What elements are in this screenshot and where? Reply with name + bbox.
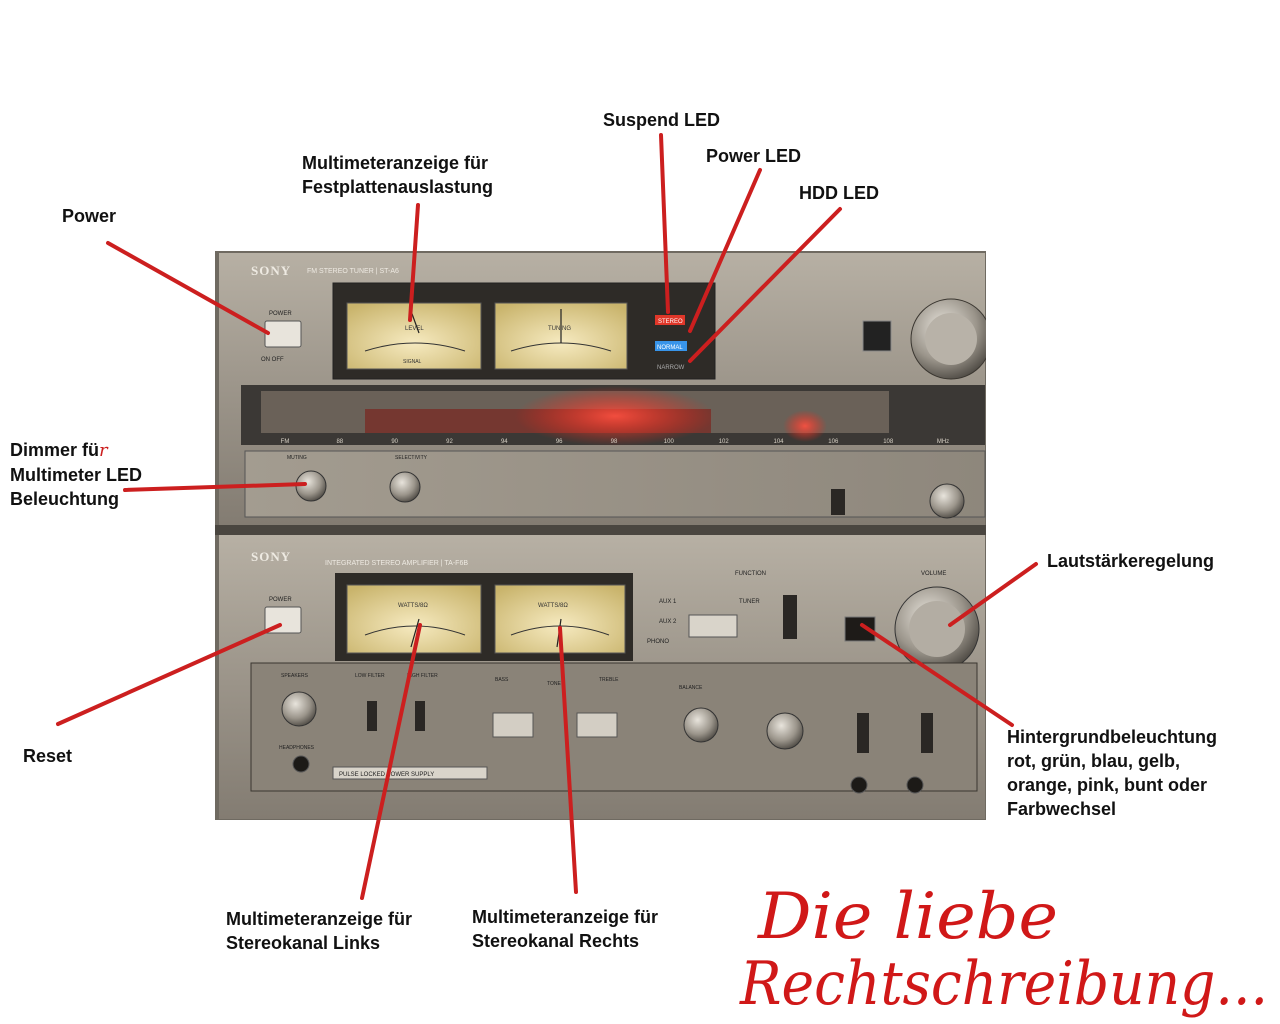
bass-label: BASS xyxy=(495,677,509,683)
tuner-right-knob[interactable] xyxy=(929,483,965,519)
fm-scale-tick-label: FM xyxy=(281,439,290,445)
reset-label: Reset xyxy=(23,746,73,766)
headphones-label: HEADPHONES xyxy=(279,745,315,751)
fm-scale-tick-label: 88 xyxy=(336,439,343,445)
amp-brand: SONY xyxy=(251,549,291,564)
speakers-knob[interactable] xyxy=(281,691,317,727)
level-meter-label: LEVEL xyxy=(405,326,424,332)
phono-label: PHONO xyxy=(647,639,669,645)
dimmer-label-start: Dimmer fü xyxy=(10,440,100,460)
treble-label: TREBLE xyxy=(599,677,619,683)
muting-label: MUTING xyxy=(287,455,307,461)
power-label: Power xyxy=(62,206,117,226)
hdd-meter-label: Multimeteranzeige für Festplattenauslast… xyxy=(302,153,494,197)
tuner-power-onoff: ON OFF xyxy=(261,357,284,363)
fm-scale-tick-label: 90 xyxy=(391,439,398,445)
narrow-led-label: NARROW xyxy=(657,365,685,371)
tone-label: TONE xyxy=(547,681,561,687)
hdd-led-label: HDD LED xyxy=(799,183,879,203)
fm-scale-tick-label: MHz xyxy=(937,439,949,445)
tuning-meter-label: TUNING xyxy=(548,326,571,332)
balance-label: BALANCE xyxy=(679,685,703,691)
fm-frequency-scale: FM 88 90 92 94 96 98 100 102 104 106 108 MHz xyxy=(281,439,950,445)
balance-knob[interactable] xyxy=(683,707,719,743)
rec-jack-1[interactable] xyxy=(850,776,868,794)
stereo-led xyxy=(655,315,685,325)
tuner-power-label: POWER xyxy=(269,311,292,317)
volume-label-text: Lautstärkeregelung xyxy=(1047,551,1215,571)
speakers-label: SPEAKERS xyxy=(281,673,309,679)
dimmer-correction: r xyxy=(99,440,108,461)
fm-scale-tick-label: 96 xyxy=(556,439,563,445)
function-label: FUNCTION xyxy=(735,571,766,577)
volume-label: VOLUME xyxy=(921,571,946,577)
high-filter-label: HIGH FILTER xyxy=(407,673,438,679)
suspend-led-label: Suspend LED xyxy=(603,110,721,130)
right-watts-label: WATTS/8Ω xyxy=(538,603,568,609)
fm-scale-tick-label: 98 xyxy=(611,439,618,445)
fm-scale-tick-label: 106 xyxy=(828,439,839,445)
handwriting-line-1: Die liebe xyxy=(757,880,1058,954)
handwriting-line-2: Rechtschreibung... xyxy=(739,949,1268,1019)
selectivity-knob[interactable] xyxy=(389,471,421,503)
normal-led xyxy=(655,341,687,351)
aux2-label: AUX 2 xyxy=(659,619,677,625)
bass-slider[interactable] xyxy=(492,712,534,738)
dimmer-label-end: Multimeter LED Beleuchtung xyxy=(10,465,143,509)
function-slider[interactable] xyxy=(783,595,797,639)
selectivity-label: SELECTIVITY xyxy=(395,455,428,461)
aux1-label: AUX 1 xyxy=(659,599,677,605)
right-meter-label: Multimeteranzeige für Stereokanal Rechts xyxy=(472,907,659,951)
normal-led-label: NORMAL xyxy=(657,345,683,351)
fm-scale-tick-label: 94 xyxy=(501,439,508,445)
left-watts-label: WATTS/8Ω xyxy=(398,603,428,609)
tuner-model: FM STEREO TUNER | ST-A6 xyxy=(307,268,399,275)
fm-scale-tick-label: 100 xyxy=(664,439,675,445)
hifi-photo: SONY FM STEREO TUNER | ST-A6 POWER ON OF… xyxy=(215,251,986,820)
dimmer-label: Dimmer für Multimeter LED Beleuchtung xyxy=(10,438,142,511)
headphone-jack[interactable] xyxy=(292,755,310,773)
function-selector[interactable] xyxy=(688,614,738,638)
treble-slider[interactable] xyxy=(576,712,618,738)
backlight-label: Hintergrundbeleuchtung rot, grün, blau, … xyxy=(1007,727,1217,819)
fm-scale-tick-label: 104 xyxy=(773,439,784,445)
loudness-knob[interactable] xyxy=(766,712,804,750)
left-meter-label: Multimeteranzeige für Stereokanal Links xyxy=(226,909,413,953)
amp-power-label: POWER xyxy=(269,597,292,603)
amp-model: INTEGRATED STEREO AMPLIFIER | TA-F6B xyxy=(325,560,468,567)
tuner-label: TUNER xyxy=(739,599,760,605)
stereo-led-label: STEREO xyxy=(658,319,683,325)
tuner-mode-switch[interactable] xyxy=(831,489,845,515)
rec-jack-2[interactable] xyxy=(906,776,924,794)
fm-scale-tick-label: 92 xyxy=(446,439,453,445)
fm-scale-tick-label: 102 xyxy=(719,439,730,445)
power-led-label: Power LED xyxy=(706,146,802,166)
signal-meter-label: SIGNAL xyxy=(403,359,422,365)
fm-scale-tick-label: 108 xyxy=(883,439,894,445)
